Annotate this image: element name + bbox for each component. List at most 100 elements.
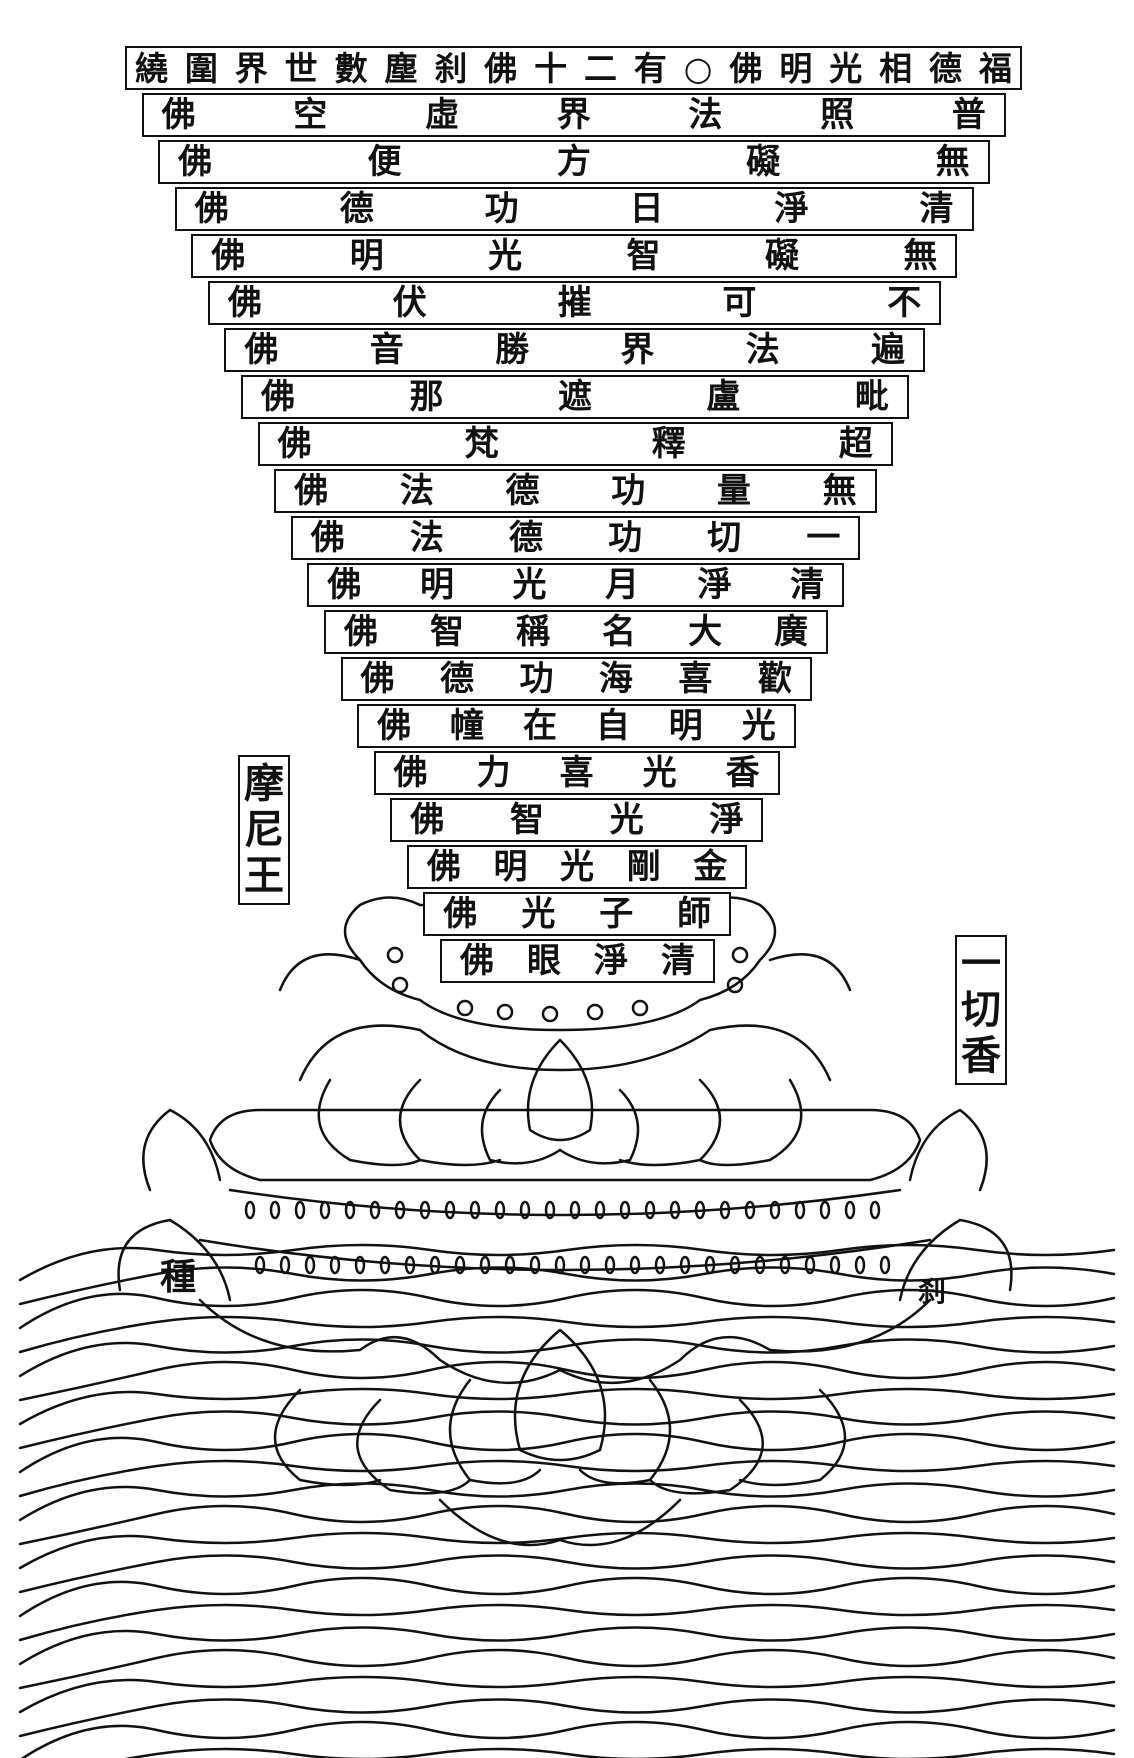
tower-character: 伏 <box>393 286 427 320</box>
pearl-drop <box>631 1257 639 1273</box>
right-label-character: 一 <box>961 944 1001 984</box>
tower-row: 不可摧伏佛 <box>208 281 941 325</box>
pearl-drop <box>446 1202 454 1218</box>
pearl-drop <box>296 1202 304 1218</box>
buddha-name-tower: 福德相光明佛○有二十佛刹塵數世界圍繞普照法界虛空佛無礙方便佛清淨日功德佛無礙智光… <box>0 0 1134 1000</box>
tower-character: 佛 <box>211 239 245 273</box>
tower-character: 佛 <box>443 897 477 931</box>
tower-character: 師 <box>677 897 711 931</box>
tower-character: 不 <box>887 286 921 320</box>
right-side-label: 一切香 <box>955 935 1007 1085</box>
pearl-drop <box>846 1202 854 1218</box>
left-label-character: 王 <box>244 856 284 896</box>
tower-character: 佛 <box>261 380 295 414</box>
tower-row: 廣大名稱智佛 <box>324 610 828 654</box>
tower-row: 無礙智光明佛 <box>191 234 957 278</box>
tower-character: 勝 <box>495 333 529 367</box>
pearl-drop <box>281 1257 289 1273</box>
tower-character: 空 <box>293 98 327 132</box>
pearl-drop <box>646 1202 654 1218</box>
pearl-drop <box>356 1257 364 1273</box>
tower-character: 光 <box>742 709 776 743</box>
tower-character: 法 <box>746 333 780 367</box>
tower-character: 礙 <box>765 239 799 273</box>
tower-row: 清淨眼佛 <box>440 939 715 983</box>
tower-character: 佛 <box>729 52 762 85</box>
tower-character: 佛 <box>460 944 494 978</box>
tower-character: 無 <box>936 145 970 179</box>
tower-row: 清淨月光明佛 <box>307 563 844 607</box>
tower-character: 清 <box>790 568 824 602</box>
tower-character: 照 <box>820 98 854 132</box>
tower-character: 佛 <box>195 192 229 226</box>
tower-character: 切 <box>707 521 741 555</box>
tower-character: 法 <box>400 474 434 508</box>
pearl-drop <box>321 1202 329 1218</box>
tower-character: 佛 <box>228 286 262 320</box>
tower-character: 佛 <box>178 145 212 179</box>
tower-row: 超釋梵佛 <box>258 422 893 466</box>
tower-character: 佛 <box>377 709 411 743</box>
pearl-drop <box>381 1257 389 1273</box>
tower-character: 佛 <box>427 850 461 884</box>
tower-character: 光 <box>521 897 555 931</box>
wave-line <box>20 1749 1114 1758</box>
pearl-drop <box>871 1202 879 1218</box>
tower-character: 光 <box>560 850 594 884</box>
pearl-drop <box>671 1202 679 1218</box>
tower-character: 佛 <box>361 662 395 696</box>
tower-character: 力 <box>477 756 511 790</box>
ocean-waves <box>20 1245 1114 1758</box>
tower-row: 香光喜力佛 <box>374 751 780 795</box>
pearl-drop <box>681 1257 689 1273</box>
tower-character: 刹 <box>434 52 467 85</box>
pearl-drop <box>831 1257 839 1273</box>
tower-character: 界 <box>235 52 268 85</box>
tower-row: 清淨日功德佛 <box>175 187 974 231</box>
tower-character: 便 <box>368 145 402 179</box>
tower-character: 佛 <box>311 521 345 555</box>
tower-character: 梵 <box>465 427 499 461</box>
tower-character: 廣 <box>774 615 808 649</box>
tower-character: 清 <box>661 944 695 978</box>
tower-character: 法 <box>688 98 722 132</box>
tower-character: 眼 <box>527 944 561 978</box>
pearl-drop <box>431 1257 439 1273</box>
tower-character: 方 <box>557 145 591 179</box>
tower-character: 大 <box>688 615 722 649</box>
tower-character: 在 <box>523 709 557 743</box>
pearl-drop <box>746 1202 754 1218</box>
tower-character: 遮 <box>558 380 592 414</box>
tower-row: 遍法界勝音佛 <box>224 328 925 372</box>
tower-character: 子 <box>599 897 633 931</box>
tower-character: 遍 <box>871 333 905 367</box>
pearl-drop <box>246 1202 254 1218</box>
tower-character: 福 <box>979 52 1012 85</box>
tower-character: 智 <box>510 803 544 837</box>
pearl-drop <box>881 1257 889 1273</box>
tower-character: 十 <box>534 52 567 85</box>
tower-character: 佛 <box>244 333 278 367</box>
tower-character: 釋 <box>652 427 686 461</box>
tower-row: 無礙方便佛 <box>158 140 990 184</box>
pearl-drop <box>621 1202 629 1218</box>
pearl-drop <box>821 1202 829 1218</box>
pearl-drop <box>856 1257 864 1273</box>
tower-character: 摧 <box>558 286 592 320</box>
tower-character: 佛 <box>327 568 361 602</box>
tower-character: 無 <box>823 474 857 508</box>
base-right-character: 刹 <box>918 1270 946 1310</box>
wave-line <box>20 1722 1114 1758</box>
tower-character: 自 <box>596 709 630 743</box>
tower-character: 佛 <box>162 98 196 132</box>
tower-character: 月 <box>605 568 639 602</box>
tower-row: 無量功德法佛 <box>274 469 876 513</box>
tower-character: 功 <box>608 521 642 555</box>
tower-character: 佛 <box>484 52 517 85</box>
left-label-character: 摩 <box>244 764 284 804</box>
tower-character: 盧 <box>706 380 740 414</box>
tower-character: 超 <box>839 427 873 461</box>
tower-character: 明 <box>420 568 454 602</box>
tower-character: 淨 <box>594 944 628 978</box>
